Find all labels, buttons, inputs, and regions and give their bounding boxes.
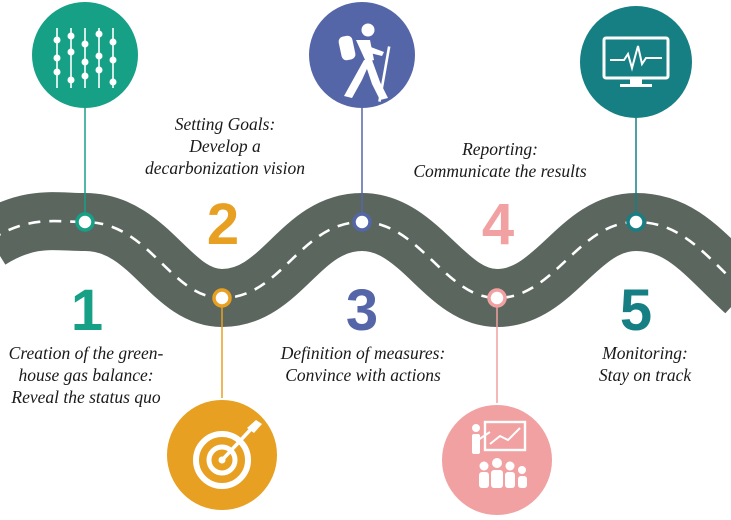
milestone-dot-1	[75, 212, 95, 232]
step-5-number: 5	[619, 278, 653, 343]
caption-line: Setting Goals:	[174, 114, 276, 134]
abacus-icon	[53, 28, 117, 88]
caption-line: Develop a	[189, 136, 261, 156]
step-4-caption: Reporting: Communicate the results	[400, 138, 600, 182]
step-3-icon-circle	[309, 2, 415, 108]
step-2-icon-circle	[167, 400, 277, 510]
presentation-audience-icon	[472, 420, 527, 488]
step-4-icon-circle	[442, 405, 552, 515]
step-2-number: 2	[206, 192, 240, 257]
caption-line: Definition of measures:	[280, 343, 446, 363]
step-5-caption: Monitoring: Stay on track	[580, 342, 710, 386]
target-arrow-icon	[193, 420, 262, 489]
step-3-caption: Definition of measures: Convince with ac…	[268, 342, 458, 386]
caption-line: Creation of the green-	[8, 343, 164, 363]
caption-line: Stay on track	[598, 365, 692, 385]
step-1-icon-circle	[32, 2, 138, 108]
caption-line: house gas balance:	[18, 365, 154, 385]
caption-line: Reveal the status quo	[11, 387, 161, 407]
milestone-dot-2	[212, 288, 232, 308]
caption-line: Communicate the results	[413, 161, 587, 181]
step-4-number: 4	[481, 192, 515, 257]
caption-line: Monitoring:	[602, 343, 688, 363]
step-1-caption: Creation of the green- house gas balance…	[0, 342, 172, 408]
milestone-dot-5	[626, 212, 646, 232]
step-1-number: 1	[70, 278, 104, 343]
step-5-icon-circle	[580, 6, 692, 118]
step-3-number: 3	[345, 278, 379, 343]
caption-line: Reporting:	[462, 139, 538, 159]
caption-line: decarbonization vision	[145, 158, 305, 178]
caption-line: Convince with actions	[285, 365, 441, 385]
milestone-dot-4	[487, 288, 507, 308]
hiker-icon	[338, 23, 391, 102]
step-2-caption: Setting Goals: Develop a decarbonization…	[135, 113, 315, 179]
monitor-pulse-icon	[602, 36, 670, 87]
milestone-dot-3	[352, 212, 372, 232]
